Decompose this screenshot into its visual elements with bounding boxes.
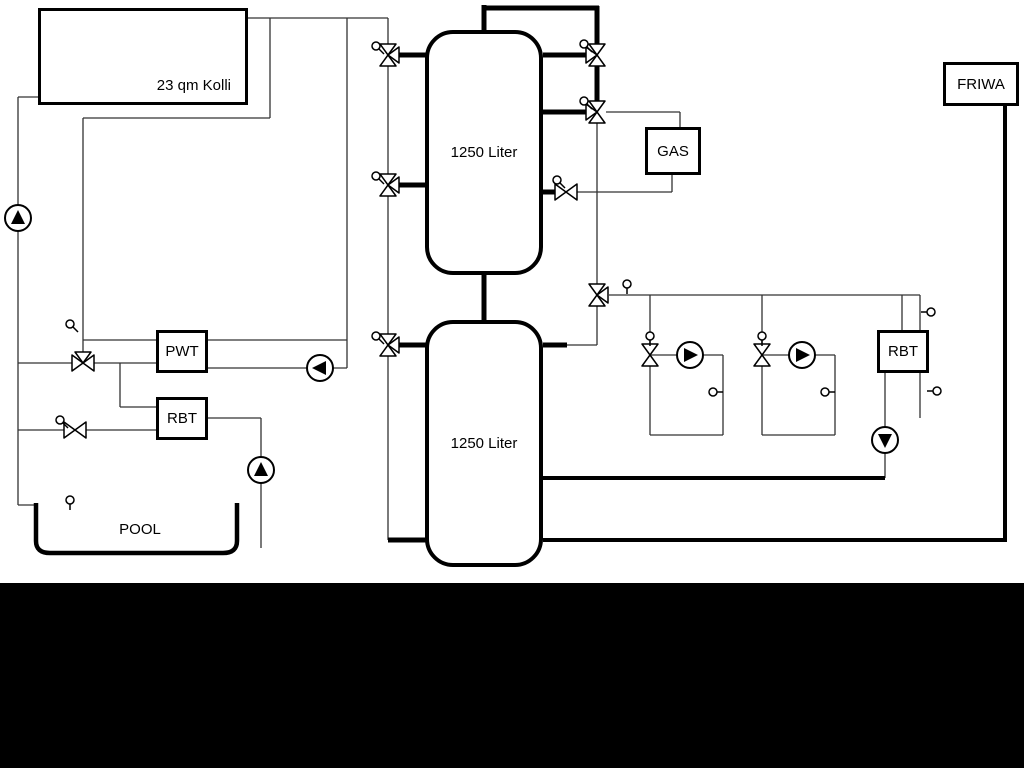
pool-return-valve: [63, 421, 87, 439]
pwt-mixing-valve: [71, 351, 95, 372]
thin-pipe-lines: [17, 17, 921, 548]
friwa-box: FRIWA: [943, 62, 1019, 106]
heating-circuit2-pump: [788, 341, 816, 369]
friwa-label: FRIWA: [957, 75, 1005, 93]
heating-header-valve: [588, 283, 609, 307]
pool-pump: [247, 456, 275, 484]
letterbox-bottom: [0, 583, 1024, 768]
solar-collector-box: 23 qm Kolli: [38, 8, 248, 105]
buffer-tank-upper: 1250 Liter: [425, 30, 543, 275]
tank-top-right-valve: [585, 43, 606, 67]
thick-pipe-lines: [388, 5, 1007, 543]
heating-circuit1-pump: [676, 341, 704, 369]
solar-tank-mid-valve: [379, 173, 400, 197]
rbt-right-box: RBT: [877, 330, 929, 373]
gas-boiler-label: GAS: [657, 142, 689, 160]
solar-pump: [4, 204, 32, 232]
buffer-tank-lower-label: 1250 Liter: [450, 435, 518, 452]
solar-collector-label: 23 qm Kolli: [156, 77, 231, 94]
buffer-tank-upper-label: 1250 Liter: [450, 144, 518, 161]
rbt-right-label: RBT: [888, 343, 918, 360]
buffer-tank-lower: 1250 Liter: [425, 320, 543, 567]
rbt-left-box: RBT: [156, 397, 208, 440]
solar-tank-lower-valve: [379, 333, 400, 357]
rbt-left-label: RBT: [167, 410, 197, 427]
pool-label: POOL: [119, 521, 161, 538]
tank-mid-right-valve: [554, 183, 578, 201]
pwt-heat-exchanger-box: PWT: [156, 330, 208, 373]
gas-supply-valve: [585, 100, 606, 124]
friwa-circulation-pump: [871, 426, 899, 454]
pool-basin-shape: [33, 503, 240, 556]
pwt-label: PWT: [165, 343, 199, 360]
solar-tank-top-valve: [379, 43, 400, 67]
tank-charge-pump: [306, 354, 334, 382]
gas-boiler-box: GAS: [645, 127, 701, 175]
